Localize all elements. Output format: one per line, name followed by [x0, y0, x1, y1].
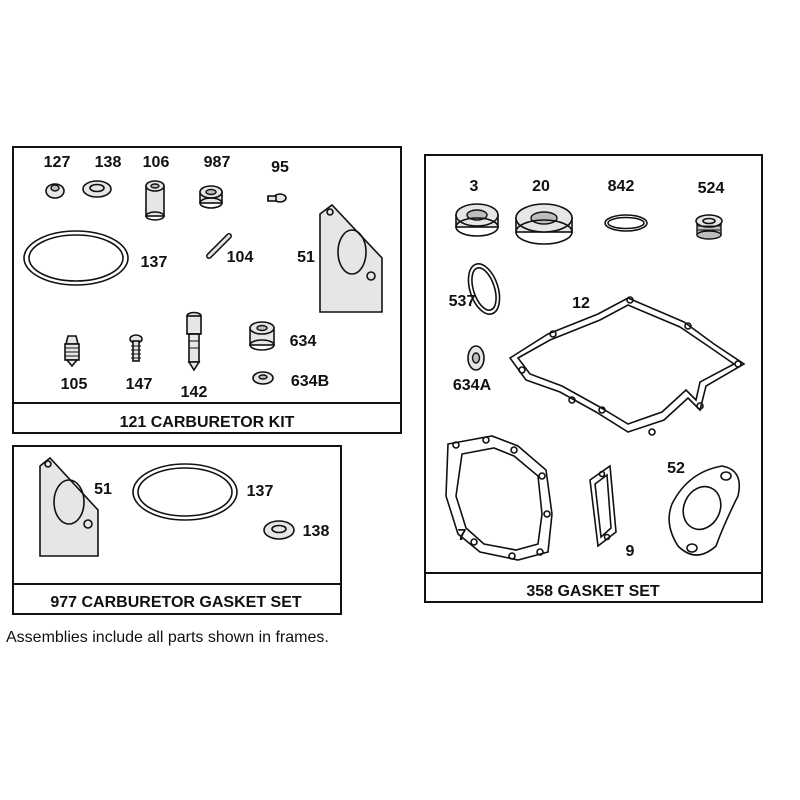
part-634a-washer: [467, 345, 485, 371]
part-3-seal: [455, 203, 499, 237]
part-label: 138: [95, 154, 122, 171]
part-142-valve: [186, 311, 202, 372]
part-label: 524: [698, 180, 725, 197]
part-95-screw: [267, 193, 287, 203]
frame-gasket-set: 358 GASKET SET 3 20 842: [424, 154, 763, 603]
part-52-exhaust-gasket: [668, 465, 741, 556]
part-label: 137: [141, 254, 168, 271]
part-842-ring: [604, 214, 648, 232]
assembly-note: Assemblies include all parts shown in fr…: [6, 629, 329, 646]
part-127-cap: [45, 183, 65, 199]
frame-carburetor-kit: 121 CARBURETOR KIT 127 138 106 987: [12, 146, 402, 434]
part-label: 12: [572, 295, 590, 312]
part-label: 20: [532, 178, 550, 195]
part-label: 106: [143, 154, 170, 171]
part-label: 52: [667, 460, 685, 477]
part-634b-washer: [252, 371, 274, 385]
part-634-bushing: [249, 321, 275, 351]
part-label: 9: [626, 543, 635, 560]
part-label: 634: [290, 333, 317, 350]
part-51-plate-gasket: [319, 203, 383, 313]
part-137-ring: [132, 463, 238, 521]
part-label: 51: [94, 481, 112, 498]
part-label: 987: [204, 154, 231, 171]
part-label: 105: [61, 376, 88, 393]
part-137-ring: [23, 230, 129, 286]
part-label: 842: [608, 178, 635, 195]
part-label: 142: [181, 384, 208, 401]
part-20-seal: [515, 203, 573, 245]
part-label: 51: [297, 249, 315, 266]
part-label: 137: [247, 483, 274, 500]
part-537-ring: [467, 263, 501, 315]
part-987-bushing: [199, 185, 223, 209]
part-label: 138: [303, 523, 330, 540]
part-138-washer: [263, 520, 295, 540]
part-138-washer: [82, 180, 112, 198]
part-105-needle: [64, 335, 80, 368]
part-51-plate-gasket: [39, 456, 99, 557]
part-104-pin: [206, 233, 232, 259]
frame-title-carburetor-kit: 121 CARBURETOR KIT: [120, 414, 295, 431]
part-label: 537: [449, 293, 476, 310]
part-524-plug: [695, 214, 723, 240]
part-12-crankcase-gasket: [508, 296, 746, 436]
part-label: 127: [44, 154, 71, 171]
part-label: 7: [458, 527, 467, 544]
frame-title-carburetor-gasket-set: 977 CARBURETOR GASKET SET: [50, 594, 302, 611]
part-label: 95: [271, 159, 289, 176]
frame-title-gasket-set: 358 GASKET SET: [526, 583, 660, 600]
part-label: 634A: [453, 377, 492, 394]
part-label: 104: [227, 249, 254, 266]
frame-carburetor-gasket-set: 977 CARBURETOR GASKET SET 51 137 138: [12, 445, 342, 615]
part-label: 147: [126, 376, 153, 393]
part-9-gasket: [589, 464, 617, 548]
part-label: 3: [470, 178, 479, 195]
part-147-screw: [129, 334, 143, 362]
part-label: 634B: [291, 373, 329, 390]
part-7-head-gasket: [445, 435, 553, 561]
part-106-sleeve: [145, 180, 165, 221]
